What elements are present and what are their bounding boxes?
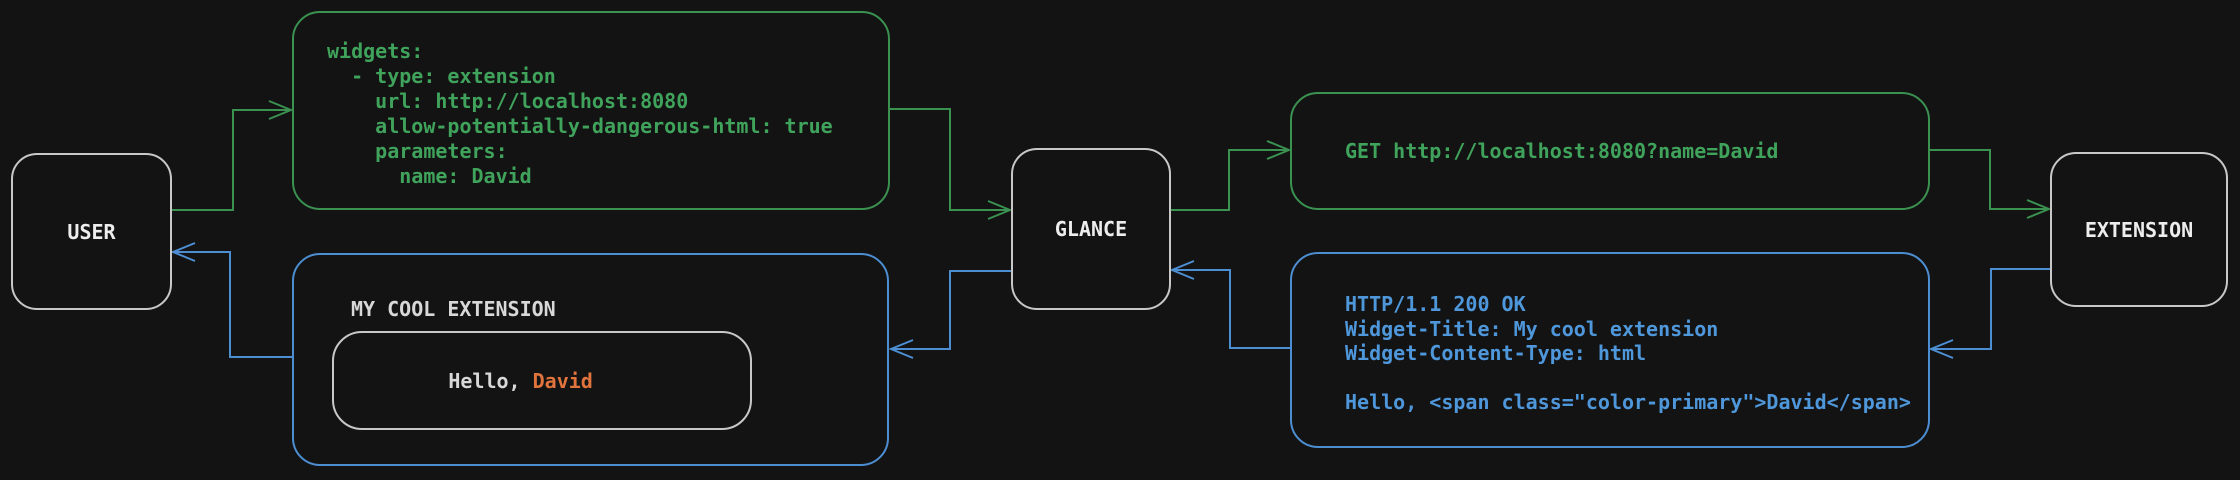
widget-title: MY COOL EXTENSION — [351, 297, 556, 321]
arrow-right-icon — [2026, 199, 2052, 219]
arrow-right-icon — [268, 100, 294, 120]
wire-user-to-config — [172, 109, 291, 211]
wire-widget-to-user — [173, 251, 292, 358]
arrow-right-icon — [987, 200, 1013, 220]
response-line: Hello, <span class="color-primary">David… — [1345, 390, 1911, 414]
node-glance: GLANCE — [1011, 148, 1171, 310]
wire-glance-to-widget — [891, 270, 1011, 350]
widget-hello-text: Hello, David — [352, 345, 593, 417]
arrow-left-icon — [170, 242, 196, 262]
hello-name: David — [532, 368, 593, 393]
wire-extension-to-response — [1931, 268, 2050, 350]
yaml-line: allow-potentially-dangerous-html: true — [327, 114, 833, 138]
arrow-right-icon — [1266, 140, 1292, 160]
wire-glance-to-get — [1171, 149, 1289, 211]
yaml-config-box: widgets: - type: extension url: http://l… — [292, 11, 890, 210]
response-line: Widget-Title: My cool extension — [1345, 316, 1719, 341]
yaml-line: url: http://localhost:8080 — [327, 89, 689, 113]
response-line — [1345, 366, 1928, 391]
yaml-line: parameters: — [327, 139, 508, 163]
arrow-left-icon — [1928, 339, 1954, 359]
hello-prefix: Hello, — [448, 368, 533, 393]
http-request-box: GET http://localhost:8080?name=David — [1290, 92, 1930, 210]
arrow-left-icon — [888, 339, 914, 359]
node-user-label: USER — [67, 219, 116, 244]
widget-content-box: Hello, David — [332, 331, 752, 430]
yaml-line: - type: extension — [327, 64, 556, 88]
node-extension-label: EXTENSION — [2084, 217, 2194, 242]
node-glance-label: GLANCE — [1054, 217, 1128, 241]
yaml-line: name: David — [327, 164, 532, 188]
wire-get-to-extension — [1930, 149, 2049, 210]
node-extension: EXTENSION — [2050, 152, 2228, 307]
response-line: Widget-Content-Type: html — [1345, 341, 1647, 365]
http-request-text: GET http://localhost:8080?name=David — [1345, 139, 1779, 163]
rendered-widget-box: MY COOL EXTENSION Hello, David — [292, 253, 889, 466]
response-line: HTTP/1.1 200 OK — [1345, 292, 1526, 316]
node-user: USER — [11, 153, 172, 310]
wire-response-to-glance — [1172, 269, 1290, 349]
arrow-left-icon — [1169, 260, 1195, 280]
http-response-box: HTTP/1.1 200 OK Widget-Title: My cool ex… — [1290, 252, 1930, 448]
yaml-line: widgets: — [327, 39, 424, 63]
wire-config-to-glance — [890, 108, 1010, 211]
